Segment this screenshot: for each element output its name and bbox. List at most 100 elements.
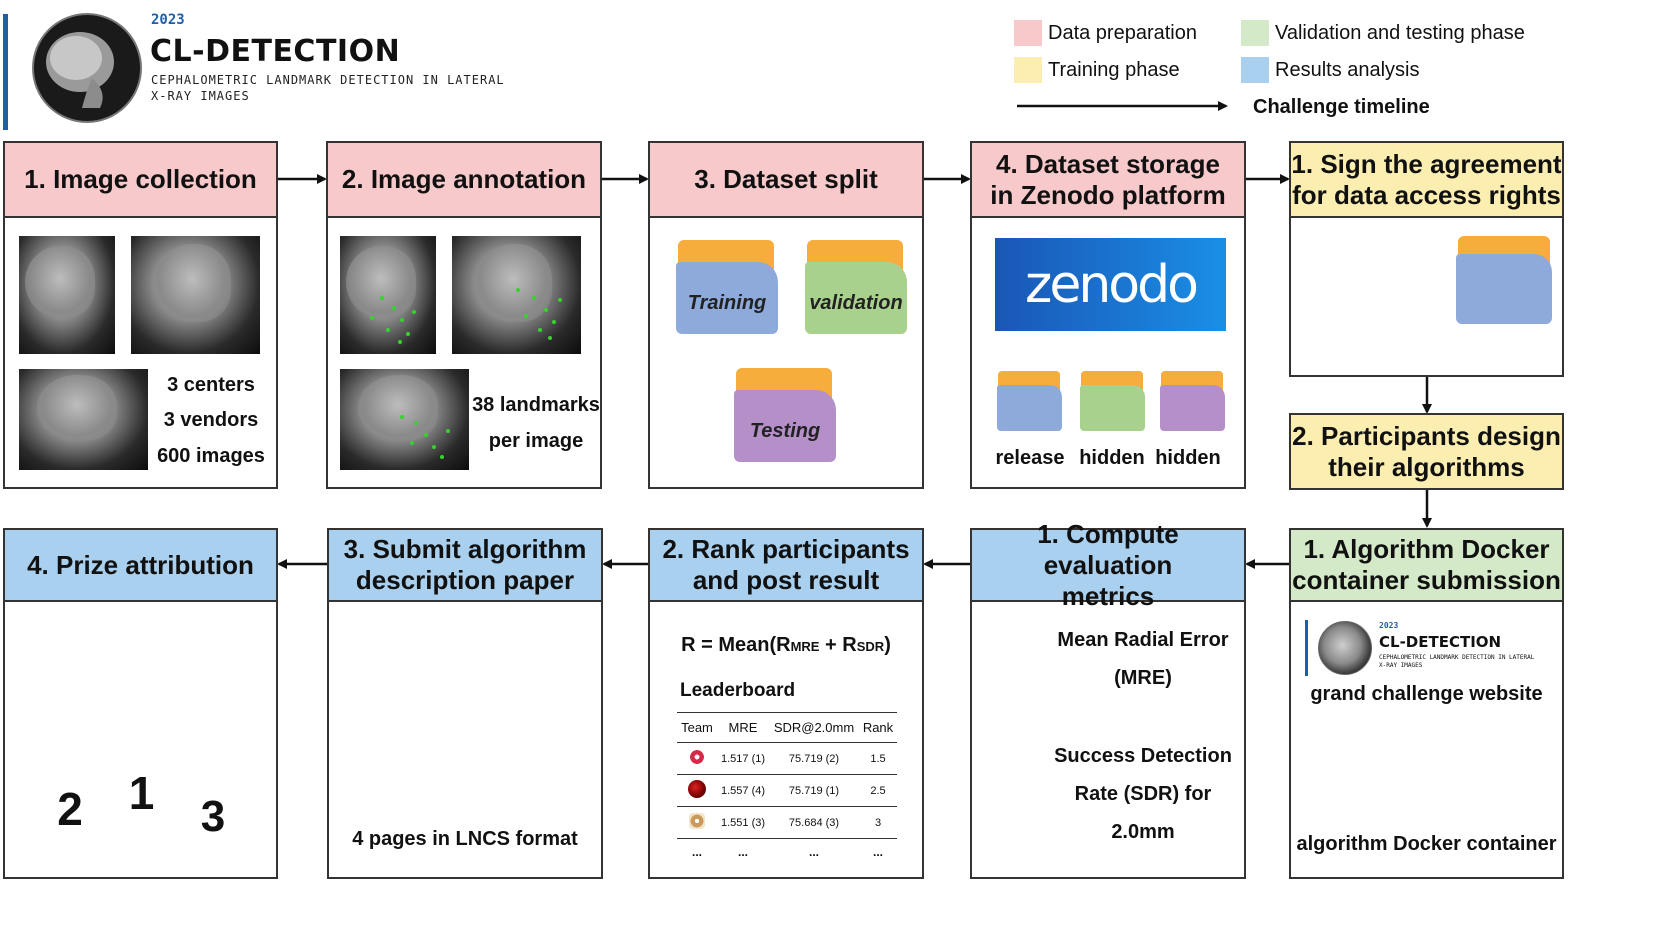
step-title-line2: for data access rights — [1292, 179, 1561, 210]
stat-centers: 3 centers — [167, 374, 255, 396]
step-title: 2. Image annotation — [328, 143, 600, 218]
step-title: 4. Dataset storage in Zenodo platform — [972, 143, 1244, 218]
step-title-line1: 3. Submit algorithm — [343, 534, 587, 564]
ranking-formula: R = Mean(RMRE + RSDR) — [681, 634, 891, 656]
logo-title: CL-DETECTION — [150, 34, 401, 69]
logo-accent-bar — [3, 14, 8, 130]
legend-swatch-training — [1014, 57, 1042, 83]
cell-rank: 3 — [874, 816, 882, 829]
xray-image — [131, 236, 260, 354]
stat-landmarks: 38 landmarks — [472, 394, 600, 416]
training-folder-icon: Training — [676, 240, 778, 336]
data-folder-icon — [1456, 236, 1554, 324]
podium-2-label: 2 — [57, 783, 83, 835]
folder-label: Training — [687, 292, 767, 314]
step-dataset-split: 3. Dataset split Training validation Tes… — [648, 141, 924, 489]
step-title-text: 4. Prize attribution — [27, 549, 254, 580]
legend-swatch-validation — [1241, 20, 1269, 46]
team-avatar — [677, 807, 717, 839]
step-title: 1. Sign the agreement for data access ri… — [1291, 143, 1562, 218]
step-title-line1: 1. Compute evaluation — [1037, 518, 1179, 580]
sdr-line2: Rate (SDR) for — [1074, 783, 1212, 805]
col-sdr: SDR@2.0mm — [773, 720, 855, 735]
step-rank: 2. Rank participants and post result R =… — [648, 528, 924, 879]
stat-per-image: per image — [488, 430, 584, 452]
step-title-line1: 1. Sign the agreement — [1291, 148, 1562, 179]
label-hidden: hidden — [1079, 447, 1145, 469]
step-compute-metrics: 1. Compute evaluation metrics Mean Radia… — [970, 519, 1246, 879]
step-title-line1: 2. Participants design — [1292, 420, 1561, 451]
legend-data-prep: Data preparation — [1048, 22, 1197, 44]
folder-label: Testing — [749, 420, 821, 442]
leaderboard-header-row: Team MRE SDR@2.0mm Rank — [677, 712, 897, 743]
step-title-line1: 1. Algorithm Docker — [1303, 534, 1550, 564]
mini-logo-bar — [1305, 620, 1308, 676]
table-row: 1.551 (3) 75.684 (3) 3 — [677, 807, 897, 839]
step-title: 3. Dataset split — [650, 143, 922, 218]
label-release: release — [995, 447, 1065, 469]
step-dataset-storage: 4. Dataset storage in Zenodo platform ze… — [970, 141, 1246, 489]
hidden-testing-folder-icon — [1160, 371, 1225, 431]
logo-subtitle-line1: CEPHALOMETRIC LANDMARK DETECTION IN LATE… — [151, 73, 505, 87]
step-title-line2: in Zenodo platform — [990, 179, 1226, 210]
logo-year: 2023 — [151, 12, 185, 28]
validation-folder-icon: validation — [805, 240, 907, 336]
step-title: 2. Rank participants and post result — [650, 530, 922, 602]
col-team: Team — [681, 720, 713, 735]
table-row: 1.517 (1) 75.719 (2) 1.5 — [677, 743, 897, 775]
cell-rank: 2.5 — [870, 784, 886, 797]
legend-swatch-data-prep — [1014, 20, 1042, 46]
cell-rank: 1.5 — [870, 752, 886, 765]
cell-sdr: 75.719 (1) — [788, 784, 840, 797]
cell-mre: 1.557 (4) — [720, 784, 766, 797]
leaderboard-table: Team MRE SDR@2.0mm Rank 1.517 (1) 75.719… — [677, 712, 897, 865]
step-prize: 4. Prize attribution 2 1 3 — [3, 528, 278, 879]
col-mre: MRE — [728, 720, 758, 735]
folder-label: validation — [809, 292, 903, 314]
mini-logo-title: CL-DETECTION — [1379, 633, 1502, 651]
logo-subtitle-line2: X-RAY IMAGES — [151, 89, 250, 103]
step-title-line2: container submission — [1292, 565, 1561, 595]
release-folder-icon — [997, 371, 1062, 431]
step-title-line2: description paper — [355, 565, 575, 595]
legend-timeline: Challenge timeline — [1253, 96, 1430, 118]
podium-3-label: 3 — [200, 792, 226, 841]
cell-mre: 1.517 (1) — [720, 752, 766, 765]
step-title: 1. Compute evaluation metrics — [972, 519, 1244, 611]
annotated-xray-image — [340, 369, 469, 470]
step-title: 1. Algorithm Docker container submission — [1291, 530, 1562, 602]
annotated-xray-image — [452, 236, 581, 354]
table-row-ellipsis: ... ... ... ... — [691, 844, 883, 859]
step-title: 4. Prize attribution — [5, 530, 276, 602]
step-title-line2: their algorithms — [1328, 451, 1525, 482]
mre-line2: (MRE) — [1114, 667, 1172, 689]
step-image-annotation: 2. Image annotation 38 landmarks per ima… — [326, 141, 602, 489]
step-title-line2: metrics — [1061, 580, 1155, 611]
team-avatar — [677, 743, 717, 775]
legend-validation: Validation and testing phase — [1275, 22, 1525, 44]
step-title: 1. Image collection — [5, 143, 276, 218]
legend-swatch-results — [1241, 57, 1269, 83]
sdr-line3: 2.0mm — [1111, 821, 1175, 843]
docker-label: algorithm Docker container — [1296, 833, 1557, 855]
sdr-line1: Success Detection — [1054, 745, 1232, 767]
zenodo-logo: zenodo — [995, 238, 1226, 331]
zenodo-text: zenodo — [1025, 254, 1199, 315]
xray-image — [19, 236, 115, 354]
mini-logo-circle — [1318, 621, 1372, 675]
step-submit-paper: 3. Submit algorithm description paper 4 … — [327, 528, 603, 879]
step-title-line1: 2. Rank participants — [662, 534, 910, 564]
legend-results: Results analysis — [1275, 59, 1420, 81]
hidden-validation-folder-icon — [1080, 371, 1145, 431]
mre-line1: Mean Radial Error — [1057, 629, 1229, 651]
mini-logo-subtitle-2: X-RAY IMAGES — [1379, 662, 1423, 669]
paper-caption: 4 pages in LNCS format — [352, 828, 578, 850]
cell-sdr: 75.719 (2) — [788, 752, 840, 765]
step-title-line1: 4. Dataset storage — [996, 148, 1220, 179]
step-docker-submission: 1. Algorithm Docker container submission… — [1289, 528, 1564, 879]
xray-image — [19, 369, 148, 470]
step-title-text: 2. Image annotation — [341, 164, 587, 194]
cell-mre: 1.551 (3) — [720, 816, 766, 829]
cell-sdr: 75.684 (3) — [788, 816, 840, 829]
annotated-xray-image — [340, 236, 436, 354]
